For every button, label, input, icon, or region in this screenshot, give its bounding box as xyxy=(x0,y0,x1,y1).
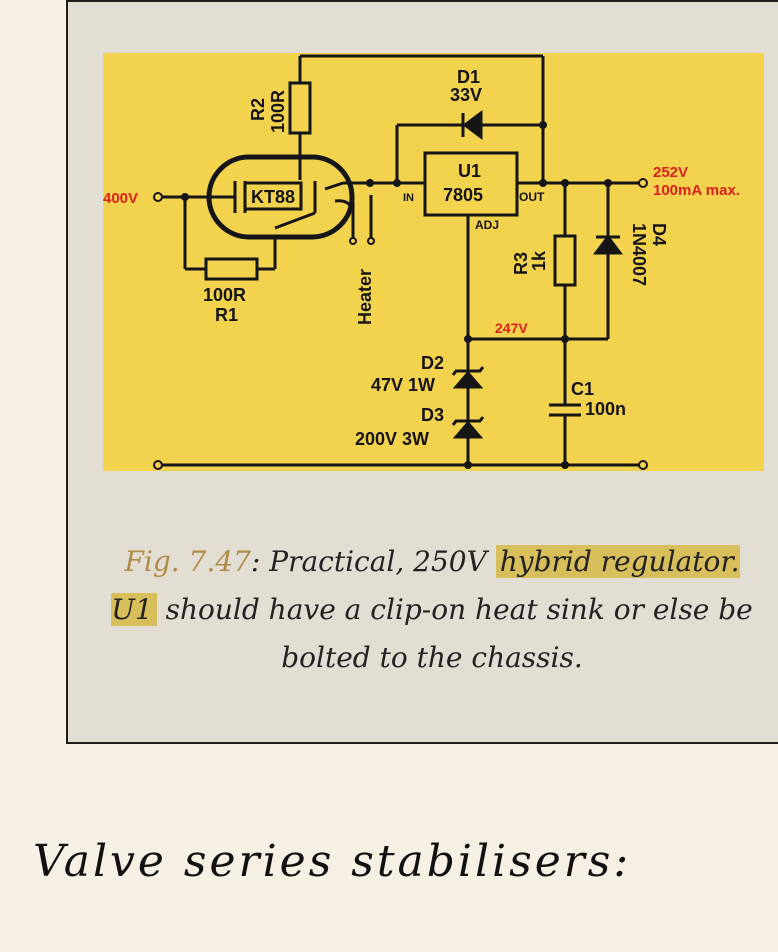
resistor-r1 xyxy=(204,257,259,281)
u1-ref: U1 xyxy=(458,161,481,181)
pin-out: OUT xyxy=(519,190,545,204)
node-voltage-label: 247V xyxy=(495,320,528,336)
d1-ref: D1 xyxy=(457,67,480,87)
caption-text-before: : Practical, 250V xyxy=(250,545,496,578)
c1-value: 100n xyxy=(585,399,626,419)
r1-value: 100R xyxy=(203,285,246,305)
d2-value: 47V 1W xyxy=(371,375,435,395)
resistor-r3 xyxy=(553,234,577,287)
caption-text-after: should have a clip-on heat sink or else … xyxy=(156,593,753,674)
pin-adj: ADJ xyxy=(475,218,499,232)
figure-caption: Fig. 7.47: Practical, 250V hybrid regula… xyxy=(98,538,766,682)
r3-ref: R3 xyxy=(511,252,531,275)
figure-label: Fig. 7.47 xyxy=(124,545,251,578)
d4-part: 1N4007 xyxy=(629,223,649,286)
output-voltage-label: 252V xyxy=(653,164,688,181)
circuit-schematic: KT88 U1 7805 IN OUT ADJ xyxy=(103,53,764,471)
pin-in: IN xyxy=(403,192,414,204)
d1-value: 33V xyxy=(450,85,482,105)
d4-ref: D4 xyxy=(649,223,669,246)
capacitor-c1 xyxy=(549,403,581,417)
r2-value: 100R xyxy=(268,90,288,133)
regulator-u1 xyxy=(423,151,519,217)
r2-ref: R2 xyxy=(248,98,268,121)
output-current-label: 100mA max. xyxy=(653,182,740,199)
diode-d3 xyxy=(452,420,484,439)
c1-ref: C1 xyxy=(571,379,594,399)
d3-value: 200V 3W xyxy=(355,429,429,449)
resistors xyxy=(204,81,577,287)
input-voltage-label: 400V xyxy=(103,190,138,207)
section-heading: Valve series stabilisers: xyxy=(33,836,632,887)
figure-box: KT88 U1 7805 IN OUT ADJ xyxy=(66,0,778,744)
heater-label: Heater xyxy=(355,269,375,325)
u1-part: 7805 xyxy=(443,185,483,205)
d2-ref: D2 xyxy=(421,353,444,373)
r1-ref: R1 xyxy=(215,305,238,325)
diode-d1 xyxy=(462,110,483,140)
tube-kt88 xyxy=(206,154,355,240)
r3-value: 1k xyxy=(529,250,549,271)
junctions xyxy=(181,121,612,469)
terminals xyxy=(153,178,648,470)
d3-ref: D3 xyxy=(421,405,444,425)
diodes xyxy=(451,110,623,439)
diode-d2 xyxy=(452,370,484,389)
tube-label: KT88 xyxy=(251,187,295,207)
diode-d4 xyxy=(593,234,623,255)
resistor-r2 xyxy=(288,81,312,135)
